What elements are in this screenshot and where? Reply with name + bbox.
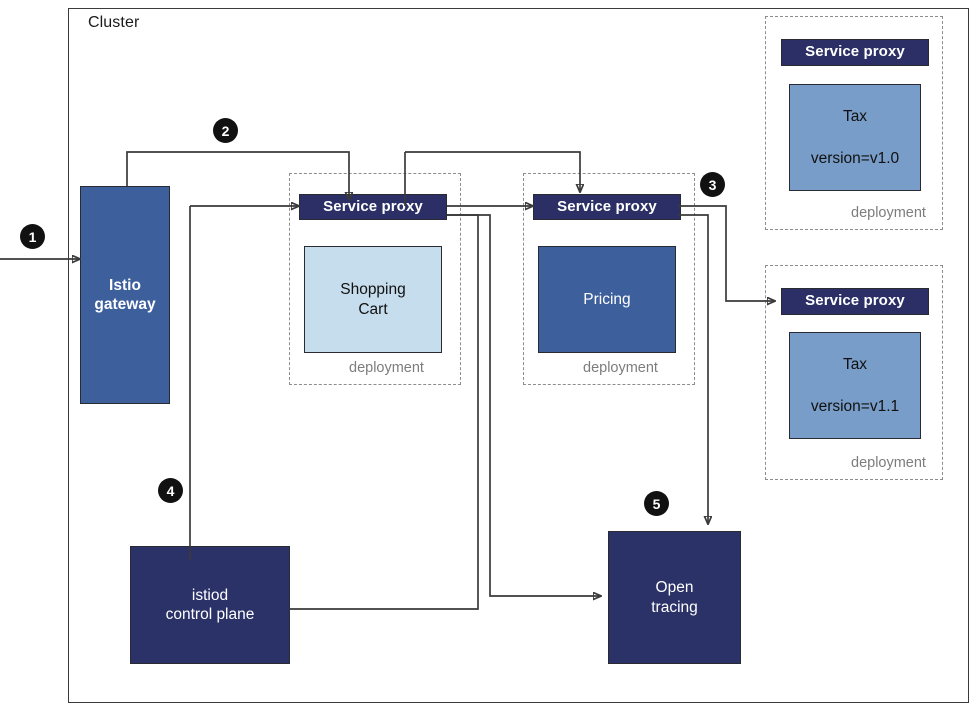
tax-v10-service-proxy[interactable]: Service proxy <box>781 39 929 66</box>
step-marker-1: 1 <box>20 224 45 249</box>
tax-v10-version: version=v1.0 <box>810 149 900 167</box>
tax-v11-version: version=v1.1 <box>810 397 900 415</box>
istiod-control-plane-node[interactable]: istiod control plane <box>130 546 290 664</box>
open-tracing-node[interactable]: Open tracing <box>608 531 741 664</box>
istiod-label-line1: istiod <box>191 586 229 604</box>
step-marker-3: 3 <box>700 172 725 197</box>
open-tracing-label-line1: Open <box>655 579 694 597</box>
shopping-cart-label-line2: Cart <box>358 300 388 318</box>
pricing-service-proxy[interactable]: Service proxy <box>533 194 681 220</box>
shopping-cart-deployment-label: deployment <box>349 360 424 376</box>
tax-v10-deployment-label: deployment <box>851 205 926 221</box>
step-marker-5: 5 <box>644 491 669 516</box>
tax-v10-name: Tax <box>842 108 868 126</box>
step-marker-2: 2 <box>213 118 238 143</box>
tax-v10-deployment-group <box>765 16 943 230</box>
tax-v11-name: Tax <box>842 356 868 374</box>
cluster-boundary <box>68 8 969 703</box>
istiod-label-line2: control plane <box>165 606 255 623</box>
pricing-label: Pricing <box>583 290 631 308</box>
tax-v11-service-proxy[interactable]: Service proxy <box>781 288 929 315</box>
shopping-cart-node[interactable]: Shopping Cart <box>304 246 442 353</box>
istio-gateway-label-line1: Istio <box>109 276 141 294</box>
service-proxy-label: Service proxy <box>557 197 657 215</box>
istio-gateway-node[interactable]: Istio gateway <box>80 186 170 404</box>
service-proxy-label: Service proxy <box>805 43 905 61</box>
shopping-cart-label-line1: Shopping <box>340 281 406 299</box>
service-proxy-label: Service proxy <box>323 197 423 215</box>
tax-v11-deployment-label: deployment <box>851 455 926 471</box>
pricing-deployment-label: deployment <box>583 360 658 376</box>
open-tracing-label-line2: tracing <box>651 598 698 616</box>
service-proxy-label: Service proxy <box>805 292 905 310</box>
tax-v11-deployment-group <box>765 265 943 480</box>
shopping-cart-service-proxy[interactable]: Service proxy <box>299 194 447 220</box>
tax-v11-node[interactable]: Tax version=v1.1 <box>789 332 921 439</box>
istio-gateway-label-line2: gateway <box>94 296 156 313</box>
tax-v10-node[interactable]: Tax version=v1.0 <box>789 84 921 191</box>
pricing-node[interactable]: Pricing <box>538 246 676 353</box>
step-marker-4: 4 <box>158 478 183 503</box>
cluster-label: Cluster <box>88 14 140 31</box>
